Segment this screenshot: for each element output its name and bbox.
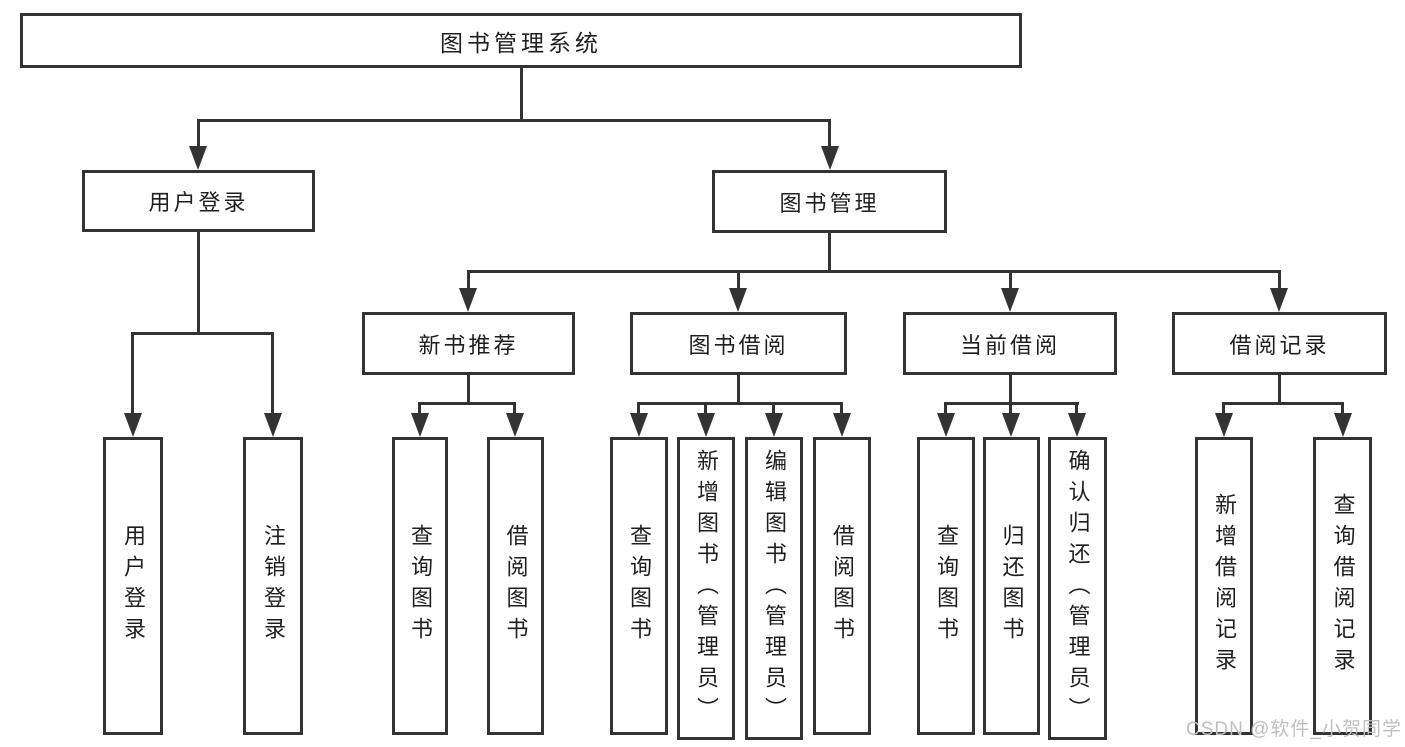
connector-vline [1009,270,1012,292]
arrowhead-down-icon [1068,413,1086,437]
connector-vline [840,402,843,416]
leaf-box-confirm-return-admin: 确认归还（管理员） [1048,437,1107,740]
connector-vline [772,402,775,416]
connector-vline [1075,402,1078,416]
connector-vline [1341,402,1344,416]
connector-vline [1009,375,1012,405]
connector-hline [131,332,274,335]
connector-vline [1278,375,1281,405]
connector-vline [520,66,523,122]
connector-vline [737,270,740,292]
arrowhead-down-icon [630,413,648,437]
leaf-box-query-borrow-record: 查询借阅记录 [1313,437,1372,735]
arrowhead-down-icon [833,413,851,437]
node-box-current-borrow: 当前借阅 [903,312,1117,375]
arrowhead-down-icon [765,413,783,437]
connector-vline [271,332,274,416]
leaf-box-return-book: 归还图书 [983,437,1040,735]
leaf-box-add-borrow-record: 新增借阅记录 [1195,437,1253,735]
connector-vline [828,231,831,272]
connector-vline [513,402,516,416]
connector-hline [418,402,516,405]
connector-vline [467,270,470,292]
connector-vline [467,375,470,405]
connector-vline [828,119,831,150]
node-box-new-book-recommend: 新书推荐 [362,312,575,375]
arrowhead-down-icon [729,288,747,312]
arrowhead-down-icon [411,413,429,437]
leaf-box-query-books-borrow: 查询图书 [610,437,668,735]
arrowhead-down-icon [1270,288,1288,312]
connector-vline [944,402,947,416]
node-box-user-login: 用户登录 [82,170,315,232]
arrowhead-down-icon [124,413,142,437]
arrowhead-down-icon [937,413,955,437]
leaf-box-user-login: 用户登录 [103,437,163,735]
connector-vline [704,402,707,416]
arrowhead-down-icon [1334,413,1352,437]
node-box-root: 图书管理系统 [20,13,1022,68]
connector-vline [197,119,200,150]
leaf-box-edit-book-admin: 编辑图书（管理员） [745,437,803,740]
arrowhead-down-icon [1001,288,1019,312]
arrowhead-down-icon [1215,413,1233,437]
connector-hline [467,270,1281,273]
arrowhead-down-icon [821,146,839,170]
arrowhead-down-icon [189,146,207,170]
arrowhead-down-icon [264,413,282,437]
arrowhead-down-icon [506,413,524,437]
node-box-book-management: 图书管理 [712,170,947,233]
leaf-box-add-book-admin: 新增图书（管理员） [677,437,735,740]
connector-vline [1009,402,1012,416]
connector-hline [637,402,843,405]
arrowhead-down-icon [697,413,715,437]
leaf-box-query-books-current: 查询图书 [917,437,975,735]
leaf-box-logout: 注销登录 [243,437,303,735]
connector-vline [197,230,200,334]
node-box-book-borrow: 图书借阅 [630,312,847,375]
connector-vline [418,402,421,416]
connector-vline [637,402,640,416]
node-box-borrow-records: 借阅记录 [1172,312,1387,375]
leaf-box-borrow-books-recommend: 借阅图书 [487,437,544,735]
connector-vline [131,332,134,416]
connector-vline [1222,402,1225,416]
connector-hline [197,119,831,122]
arrowhead-down-icon [459,288,477,312]
connector-vline [1278,270,1281,292]
leaf-box-query-books-recommend: 查询图书 [392,437,448,735]
connector-vline [737,375,740,405]
arrowhead-down-icon [1002,413,1020,437]
connector-hline [1222,402,1344,405]
leaf-box-borrow-books: 借阅图书 [813,437,871,735]
watermark: CSDN @软件_小贺同学 [1186,719,1402,740]
